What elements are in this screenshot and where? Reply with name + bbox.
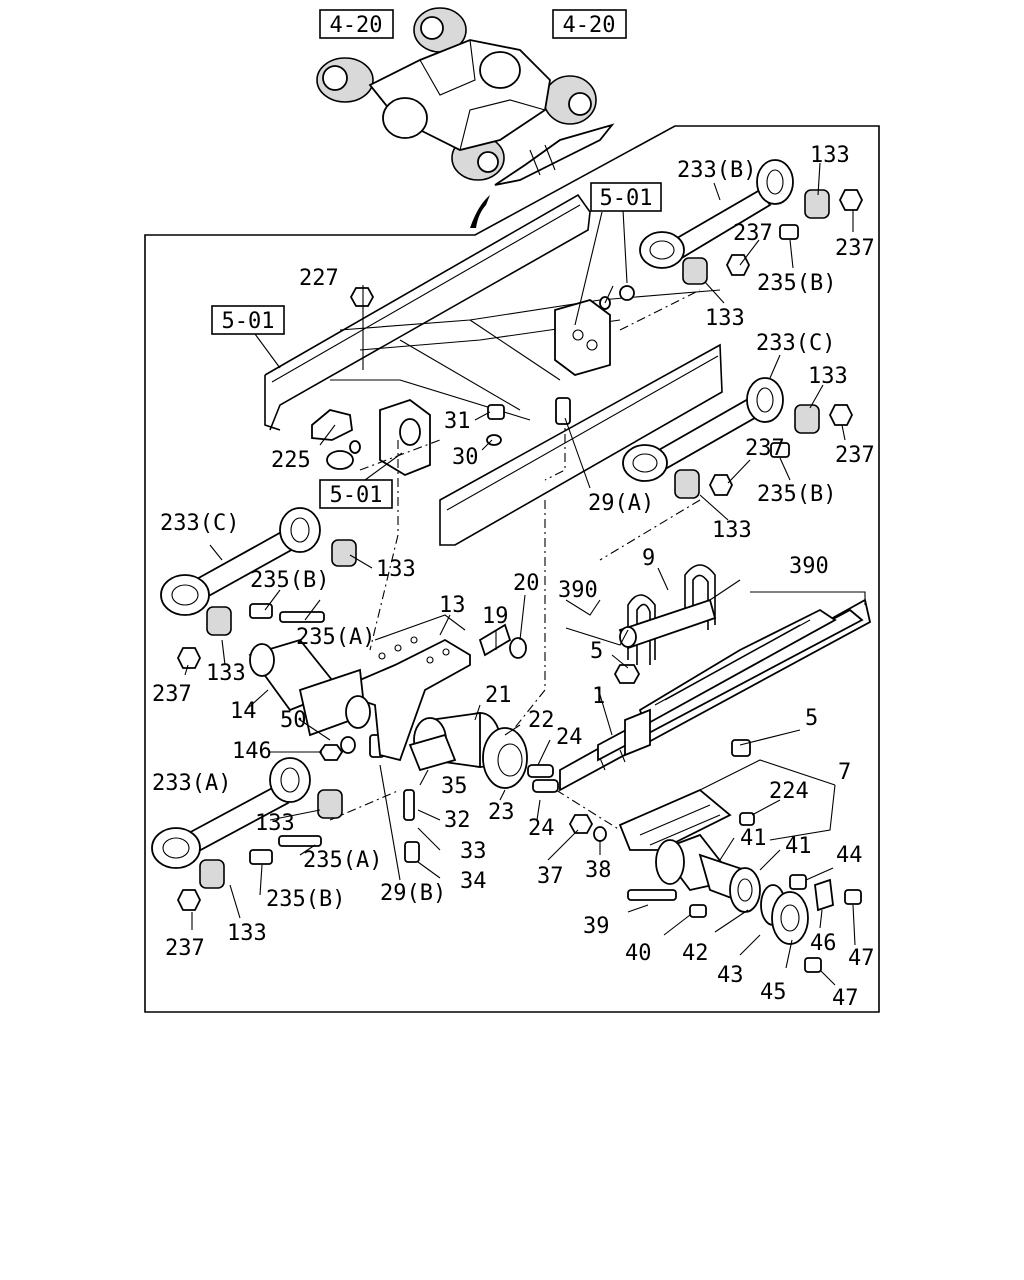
label-146: 146 [232, 739, 272, 764]
ref-leader-5-01-left [254, 333, 281, 369]
label-1: 1 [592, 684, 605, 709]
label-133: 133 [227, 921, 267, 946]
ref-label: 5-01 [222, 309, 275, 334]
label-20: 20 [513, 571, 540, 596]
label-225: 225 [271, 448, 311, 473]
label-237: 237 [733, 221, 773, 246]
label-233b: 233(B) [677, 158, 756, 183]
label-235b: 235(B) [757, 482, 836, 507]
label-38: 38 [585, 858, 612, 883]
label-30: 30 [452, 445, 479, 470]
label-237: 237 [835, 236, 875, 261]
torque-rod-233a [151, 757, 311, 869]
u-bolts [618, 564, 717, 665]
trunnion-assembly [248, 614, 559, 793]
label-33: 33 [460, 839, 487, 864]
label-233a: 233(A) [152, 771, 231, 796]
label-235b: 235(B) [266, 887, 345, 912]
label-13: 13 [439, 593, 466, 618]
label-35: 35 [441, 774, 468, 799]
label-42: 42 [682, 941, 709, 966]
label-46: 46 [810, 931, 837, 956]
label-237: 237 [165, 936, 205, 961]
label-133: 133 [206, 661, 246, 686]
torque-rod-233b [639, 159, 794, 269]
label-235a: 235(A) [296, 625, 375, 650]
label-39: 39 [583, 914, 610, 939]
torque-rod-233c-left [160, 507, 321, 616]
label-227: 227 [299, 266, 339, 291]
label-43: 43 [717, 963, 744, 988]
label-45: 45 [760, 980, 787, 1005]
label-133: 133 [808, 364, 848, 389]
label-390: 390 [558, 578, 598, 603]
label-21: 21 [485, 683, 512, 708]
frame-border [144, 125, 880, 1013]
label-47: 47 [832, 986, 859, 1011]
label-133: 133 [705, 306, 745, 331]
part-labels: 133 233(B) 237 237 235(B) 133 227 233(C)… [152, 143, 875, 1011]
label-133: 133 [255, 811, 295, 836]
label-32: 32 [444, 808, 471, 833]
label-41: 41 [740, 826, 767, 851]
label-5: 5 [590, 639, 603, 664]
ref-label: 4-20 [330, 13, 383, 38]
label-34: 34 [460, 869, 487, 894]
label-47: 47 [848, 946, 875, 971]
label-29b: 29(B) [380, 881, 446, 906]
label-50: 50 [280, 708, 307, 733]
label-40: 40 [625, 941, 652, 966]
bushings-133 [199, 189, 830, 889]
ref-box-5-01-top: 5-01 [590, 182, 662, 212]
rear-axle-assembly [316, 7, 615, 186]
label-9: 9 [642, 546, 655, 571]
ref-box-4-20-left: 4-20 [319, 9, 394, 39]
label-31: 31 [444, 409, 471, 434]
ref-box-5-01-mid: 5-01 [319, 479, 393, 509]
label-5: 5 [805, 706, 818, 731]
label-14: 14 [230, 699, 257, 724]
ref-label: 5-01 [330, 483, 383, 508]
label-237: 237 [835, 443, 875, 468]
ref-box-5-01-left: 5-01 [211, 305, 285, 335]
frame-rails [264, 193, 723, 546]
leaf-spring [559, 598, 872, 792]
label-235b: 235(B) [757, 271, 836, 296]
label-29a: 29(A) [588, 491, 654, 516]
label-235a: 235(A) [303, 848, 382, 873]
label-37: 37 [537, 864, 564, 889]
label-24: 24 [556, 725, 583, 750]
label-133: 133 [810, 143, 850, 168]
callout-arrow [470, 195, 490, 228]
label-133: 133 [712, 518, 752, 543]
spring-seat-assembly [618, 788, 834, 945]
ref-box-4-20-right: 4-20 [552, 9, 627, 39]
label-233c: 233(C) [756, 331, 835, 356]
label-233c: 233(C) [160, 511, 239, 536]
label-133: 133 [376, 557, 416, 582]
fasteners [176, 189, 864, 973]
label-7: 7 [838, 760, 851, 785]
label-22: 22 [528, 708, 555, 733]
label-237: 237 [745, 436, 785, 461]
label-23: 23 [488, 800, 515, 825]
ref-label: 5-01 [600, 186, 653, 211]
label-390: 390 [789, 554, 829, 579]
ref-label: 4-20 [563, 13, 616, 38]
leader-lines [184, 162, 866, 986]
label-237: 237 [152, 682, 192, 707]
label-24: 24 [528, 816, 555, 841]
label-19: 19 [482, 604, 509, 629]
torque-rod-233c-right [622, 377, 784, 482]
label-235b: 235(B) [250, 568, 329, 593]
label-224: 224 [769, 779, 809, 804]
label-41: 41 [785, 834, 812, 859]
label-44: 44 [836, 843, 863, 868]
